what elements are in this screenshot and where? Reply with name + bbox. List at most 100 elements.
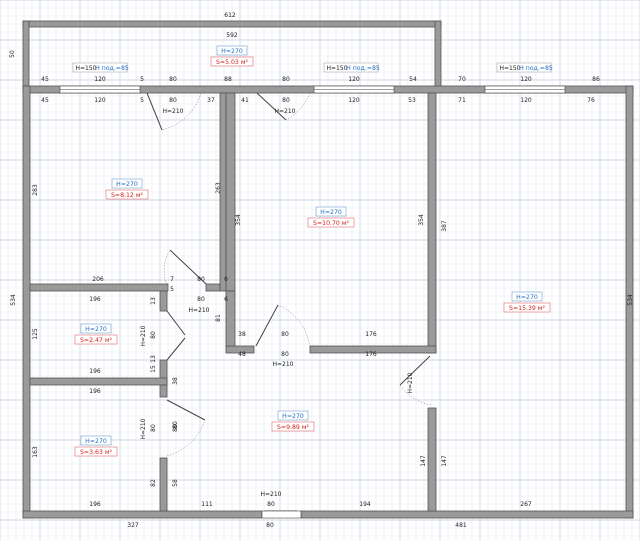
dimension-label: 267 [520, 501, 532, 508]
wall-loggia-top [22, 20, 442, 28]
bathroom-area: S=2.47 м² [80, 337, 113, 344]
room-left-area: S=8.12 м² [111, 192, 144, 199]
dimension-label: 196 [89, 388, 101, 395]
door-entrance [261, 510, 302, 519]
window-left [59, 85, 141, 94]
loggia-area: S=5.03 м² [216, 59, 249, 66]
window-right [484, 85, 566, 94]
dimension-label: 196 [89, 296, 101, 303]
wall-loggia-right [434, 20, 442, 92]
dimension-label: 80 [172, 421, 179, 429]
dimension-label: 80 [150, 331, 157, 339]
door-label: H=210 [273, 361, 294, 368]
dim-top: 612 [224, 12, 236, 19]
wall-outer-bottom-right [300, 510, 634, 519]
dimension-label: 120 [348, 76, 360, 83]
door-label: H=210 [189, 307, 210, 314]
dim-bottom-door: 80 [266, 522, 274, 529]
wall-left-room-bottom-2 [205, 283, 221, 292]
dim-bottom-right: 481 [455, 522, 467, 529]
dimension-label: 80 [282, 76, 290, 83]
door-center-room [255, 304, 311, 351]
doors [146, 92, 432, 519]
dim-left: 534 [10, 294, 17, 306]
dimension-label: 76 [587, 97, 595, 104]
dimension-label: 48 [238, 351, 246, 358]
dimension-label: 58 [172, 479, 179, 487]
windows [59, 85, 566, 94]
dimension-label: 38 [172, 377, 179, 385]
dimension-label: 86 [592, 76, 600, 83]
toilet-height: H=270 [85, 438, 107, 445]
dimension-label: 50 [9, 50, 16, 58]
dimension-label: 147 [420, 455, 427, 467]
wall-bath-bottom [29, 377, 168, 386]
dimension-label: 163 [32, 446, 39, 458]
room-label-toilet: H=270 S=3.63 м² [74, 435, 118, 457]
window-center [313, 85, 395, 94]
door-toilet [166, 399, 206, 457]
door-loggia-left [146, 92, 202, 131]
wall-left-room-bottom [29, 283, 169, 292]
dimension-label: 88 [224, 76, 232, 83]
dim-right: 534 [627, 294, 634, 306]
dimension-label: 6 [224, 276, 228, 283]
window-label-center: H=150 H под.=85 [323, 62, 380, 73]
wall-center-room-left [225, 92, 236, 292]
dimension-label: 82 [150, 479, 157, 487]
door-bathroom [166, 310, 186, 361]
wall-center-room-bottom-1 [225, 345, 255, 354]
dimension-label: 592 [226, 32, 238, 39]
door-left-room [163, 249, 207, 288]
dimension-label: 7 [170, 276, 174, 283]
dimension-label: 80 [169, 76, 177, 83]
bathroom-height: H=270 [85, 326, 107, 333]
wall-outer-left [22, 85, 31, 519]
door-label: H=210 [261, 491, 282, 498]
dimension-label: 176 [365, 351, 377, 358]
wall-loggia-left [22, 20, 30, 92]
wall-outer-bottom-left [22, 510, 263, 519]
dimension-label: 81 [215, 314, 222, 322]
dimension-label: 147 [441, 455, 448, 467]
window-label-right: H=150 H под.=85 [496, 62, 553, 73]
room-labels: H=270 S=5.03 м² H=270 S=8.12 м² H=270 S=… [74, 45, 551, 457]
wall-center-room-stub [225, 290, 236, 347]
dimension-label: 283 [32, 184, 39, 196]
dimension-label: 38 [238, 331, 246, 338]
dimension-label: 176 [365, 331, 377, 338]
dimension-label: 45 [41, 76, 49, 83]
dimension-label: 41 [241, 97, 249, 104]
dimension-label: 53 [408, 97, 416, 104]
door-loggia-center [256, 92, 311, 121]
wall-center-room-right [427, 92, 437, 354]
dimension-label: 263 [215, 182, 222, 194]
dimension-label: 120 [348, 97, 360, 104]
wall-bath-right-top [159, 290, 168, 312]
dimension-label: 120 [520, 97, 532, 104]
room-label-center: H=270 S=10.70 м² [307, 206, 355, 228]
door-label: H=210 [407, 372, 414, 393]
window-left-h: H=150 [76, 65, 97, 72]
toilet-area: S=3.63 м² [80, 449, 113, 456]
dimension-label: 120 [94, 76, 106, 83]
dimension-label: 206 [92, 276, 104, 283]
window-center-sill: H под.=85 [346, 65, 380, 72]
dimension-label: 196 [89, 501, 101, 508]
wall-toilet-right-top [159, 384, 168, 398]
dimension-label: 13 [150, 297, 157, 305]
dimension-label: 387 [441, 220, 448, 232]
dimension-label: 80 [150, 424, 157, 432]
dimension-label: 37 [207, 97, 215, 104]
dimension-label: 5 [170, 286, 174, 293]
dimension-label: 5 [140, 97, 144, 104]
wall-right-room-left [427, 407, 437, 512]
outer-dimensions: 612 327 80 481 534 534 [10, 12, 634, 529]
door-right-room [399, 355, 432, 406]
dimension-label: 125 [32, 328, 39, 340]
dimension-label: 80 [169, 97, 177, 104]
dimension-label: 354 [235, 214, 242, 226]
window-labels: H=150 H под.=85 H=150 H под.=85 H=150 H … [72, 62, 553, 73]
window-right-h: H=150 [500, 65, 521, 72]
